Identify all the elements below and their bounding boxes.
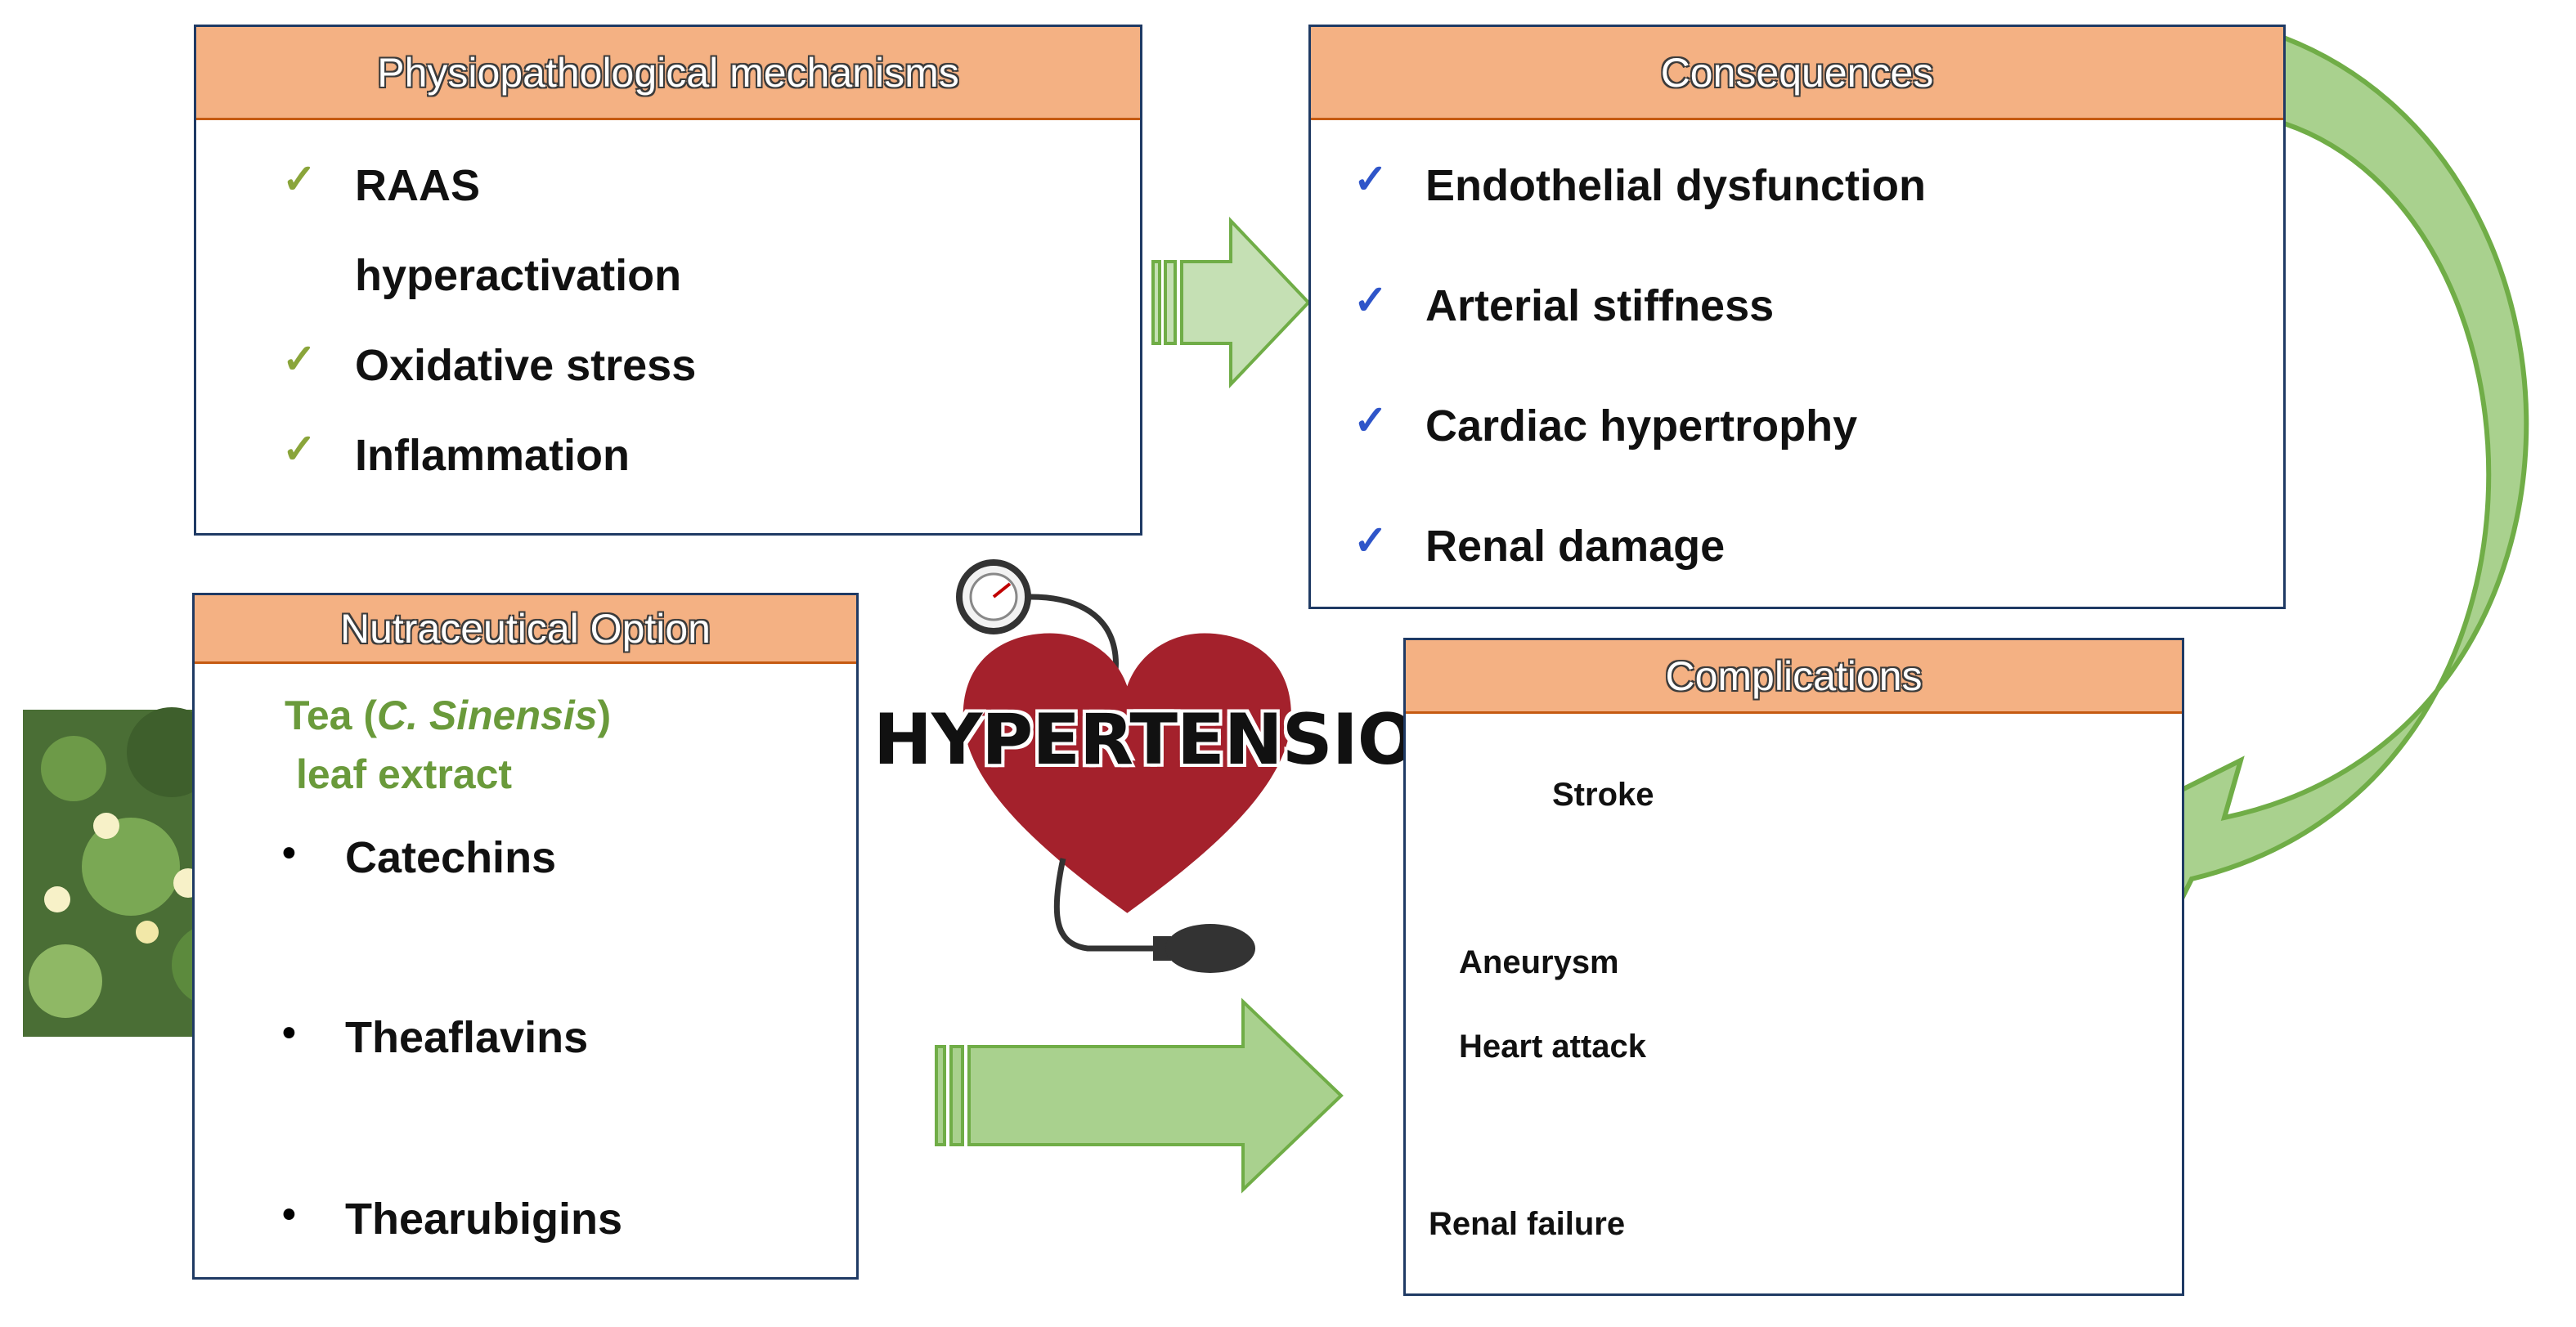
mechanism-inflammation: Inflammation bbox=[355, 431, 631, 480]
check-icon: ✓ bbox=[1353, 518, 1388, 563]
check-icon: ✓ bbox=[282, 156, 316, 202]
check-icon: ✓ bbox=[1353, 277, 1388, 323]
tnf-label: TNF-α bbox=[792, 448, 868, 477]
consequence-renal: Renal damage bbox=[1425, 522, 1726, 571]
check-icon: ✓ bbox=[1353, 397, 1388, 443]
consequences-panel: Consequences bbox=[1308, 25, 2286, 609]
complication-aneurysm: Aneurysm bbox=[1459, 944, 1619, 980]
complications-title: Complications bbox=[1406, 640, 2182, 714]
complications-panel: Complications bbox=[1403, 638, 2184, 1296]
bottom-arrow bbox=[935, 997, 1344, 1194]
tea-species: C. Sinensis bbox=[377, 693, 598, 738]
hypertension-title: HYPERTENSION bbox=[873, 699, 1475, 781]
bullet: • bbox=[282, 1193, 296, 1236]
compound-thearubigins: Thearubigins bbox=[345, 1195, 623, 1244]
complication-stroke: Stroke bbox=[1552, 777, 1654, 813]
bullet: • bbox=[282, 1011, 296, 1055]
ang-ii-label: ANG II bbox=[787, 162, 898, 202]
consequence-cardiac: Cardiac hypertrophy bbox=[1425, 401, 1858, 451]
mechanism-oxidative-stress: Oxidative stress bbox=[355, 341, 697, 390]
heart-icon bbox=[963, 633, 1292, 913]
compound-catechins: Catechins bbox=[345, 833, 557, 882]
check-icon: ✓ bbox=[1353, 156, 1388, 202]
ros-label: ROS bbox=[814, 276, 878, 310]
check-icon: ✓ bbox=[282, 336, 316, 382]
top-arrow bbox=[1151, 216, 1311, 389]
consequence-arterial: Arterial stiffness bbox=[1425, 281, 1775, 330]
bullet: • bbox=[282, 832, 296, 875]
mechanism-hyperactivation: hyperactivation bbox=[355, 251, 682, 300]
nutraceutical-title: Nutraceutical Option bbox=[195, 595, 856, 664]
pump-bulb-icon bbox=[1053, 858, 1255, 973]
tea-prefix: Tea ( bbox=[285, 693, 377, 738]
mechanisms-panel: Physiopathological mechanisms bbox=[194, 25, 1142, 536]
tea-line2: leaf extract bbox=[296, 751, 513, 797]
mechanisms-title: Physiopathological mechanisms bbox=[196, 27, 1140, 120]
nutraceutical-panel: Nutraceutical Option bbox=[192, 593, 859, 1280]
tea-heading: Tea (C. Sinensis) bbox=[285, 692, 611, 739]
complication-heart-attack: Heart attack bbox=[1459, 1029, 1647, 1065]
mechanism-raas: RAAS bbox=[355, 161, 481, 210]
complication-renal-failure: Renal failure bbox=[1429, 1206, 1626, 1242]
consequence-endothelial: Endothelial dysfunction bbox=[1425, 161, 1927, 210]
check-icon: ✓ bbox=[282, 426, 316, 472]
consequences-title: Consequences bbox=[1311, 27, 2283, 120]
compound-theaflavins: Theaflavins bbox=[345, 1013, 589, 1062]
il6-label: IL-6 bbox=[806, 413, 854, 442]
tea-suffix: ) bbox=[597, 693, 612, 738]
